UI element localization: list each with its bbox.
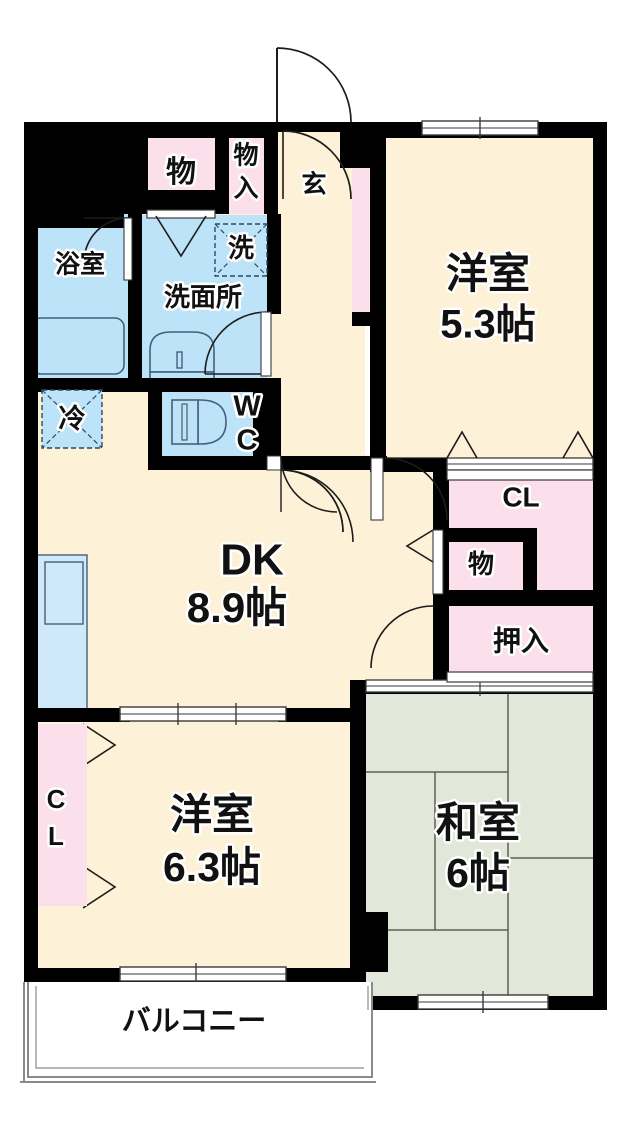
label-cl-left-c: C — [47, 784, 66, 814]
label-mono-iri-line2: 入 — [233, 175, 258, 203]
wall-below-wetzone — [24, 378, 267, 392]
appliance-markers — [41, 223, 268, 449]
wall-right-upper — [593, 122, 607, 472]
closet-front-cl-right — [446, 469, 594, 481]
label-oshiire: 押入 — [493, 624, 549, 656]
mono-iri-fill — [222, 132, 270, 214]
wall-mono-bottom — [433, 590, 607, 606]
wall-wc-right — [253, 390, 267, 458]
window-yoshitsu53-top — [421, 117, 539, 139]
faucet-icon — [176, 351, 183, 369]
refrigerator-marker — [41, 389, 103, 449]
closet-marks — [79, 215, 594, 909]
toilet-bowl-icon — [197, 399, 227, 445]
floor-washitsu — [360, 687, 607, 1003]
toilet-lever-icon — [181, 403, 188, 441]
wall-block-top-left2 — [24, 122, 124, 228]
cl-left-fill — [31, 724, 83, 906]
floor-fills — [24, 122, 607, 1003]
label-yoshitsu63-size: 6.3帖 — [163, 844, 261, 890]
label-genkan: 玄 — [301, 170, 326, 199]
wall-corridor-left-b — [267, 378, 281, 470]
wall-oshiire-left-edge — [433, 596, 449, 694]
door-panel-wc — [266, 455, 282, 471]
wall-genkan-left — [264, 122, 278, 214]
door-oshiire-dk — [370, 605, 434, 669]
bathtub-icon — [31, 317, 125, 375]
wall-entrance-header — [271, 122, 343, 132]
door-swings — [83, 47, 448, 669]
label-cl-right: CL — [502, 481, 539, 512]
chevron-yoshitsu53-a — [446, 430, 478, 459]
mono-right-fill — [447, 540, 523, 596]
label-yoshitsu53-size: 5.3帖 — [440, 303, 536, 347]
door-genkan-outer — [276, 47, 352, 123]
door-genkan-inner — [282, 130, 352, 200]
floor-yoshitsu-53 — [385, 122, 607, 467]
wall-right-mid — [593, 470, 607, 696]
wall-hallcloset-right — [370, 122, 386, 322]
label-yokushitsu: 浴室 — [55, 250, 105, 279]
door-hall-dk — [280, 469, 354, 543]
window-yoshitsu63-bottom — [119, 963, 287, 985]
wall-yoshitsu63-right — [350, 715, 366, 985]
door-yokushitsu — [83, 217, 133, 281]
door-wc — [280, 455, 338, 513]
windows — [119, 117, 594, 1013]
jamb-mono-right — [432, 529, 444, 595]
label-yoshitsu53-name: 洋室 — [446, 250, 530, 297]
label-mono-right: 物 — [468, 549, 494, 579]
balcony — [20, 982, 376, 1083]
label-washitsu-size: 6帖 — [446, 850, 510, 896]
wall-dk-bottom-left — [24, 708, 120, 722]
label-cl-left-l: L — [48, 821, 64, 851]
label-yoshitsu63-name: 洋室 — [170, 791, 254, 838]
wall-mono-top — [447, 528, 537, 542]
chevron-cl-left-a — [82, 723, 117, 767]
room-labels: 物 物 入 玄 浴室 洗 洗面所 W C 冷 洋室 5.3帖 DK 8.9帖 C… — [44, 139, 551, 1040]
label-balcony: バルコニー — [122, 1006, 266, 1038]
wall-mono-divider — [215, 122, 229, 214]
fold-mark-mono-top — [155, 215, 207, 258]
label-mono-top: 物 — [166, 156, 196, 189]
washing-machine-marker — [214, 223, 268, 277]
jamb-cl-left — [79, 724, 87, 906]
wall-corridor-bottom — [267, 456, 387, 470]
door-senmenjo — [204, 311, 272, 377]
label-wc-w: W — [233, 391, 261, 423]
water-areas — [28, 208, 267, 714]
window-dk-bottom — [119, 703, 287, 725]
label-senmenjo: 洗面所 — [164, 282, 242, 312]
wall-washitsu-right — [593, 680, 607, 1010]
chevron-yoshitsu53-b — [562, 430, 594, 459]
wall-dk-bottom-right — [278, 708, 364, 722]
wall-left-lower-block — [24, 900, 38, 982]
chevron-mono-right — [405, 529, 434, 563]
door-yoshitsu53-bottom — [446, 457, 594, 471]
label-mono-iri-line1: 物 — [233, 142, 258, 170]
label-refrigerator: 冷 — [59, 404, 86, 434]
wall-wc-left — [148, 390, 162, 470]
window-washitsu-bottom — [417, 991, 549, 1013]
closet-front-mono-top — [146, 209, 216, 219]
wall-mono-right — [523, 528, 537, 598]
label-washitsu-name: 和室 — [436, 799, 520, 846]
wall-left-dk — [24, 392, 38, 722]
closet-front-oshiire — [446, 671, 594, 683]
door-yoshitsu53 — [370, 457, 448, 521]
label-dk-size: 8.9帖 — [187, 584, 287, 631]
chevron-cl-left-b — [82, 865, 117, 909]
wall-corridor-right-b — [370, 312, 386, 472]
label-wc-c: C — [237, 425, 258, 457]
kitchen-sink-icon — [44, 561, 84, 625]
wall-corridor-left-a — [267, 214, 281, 314]
wall-left-upper — [24, 122, 38, 462]
wall-wc-bottom — [148, 456, 273, 470]
label-dk-name: DK — [220, 536, 284, 585]
label-washing-machine: 洗 — [228, 233, 254, 263]
